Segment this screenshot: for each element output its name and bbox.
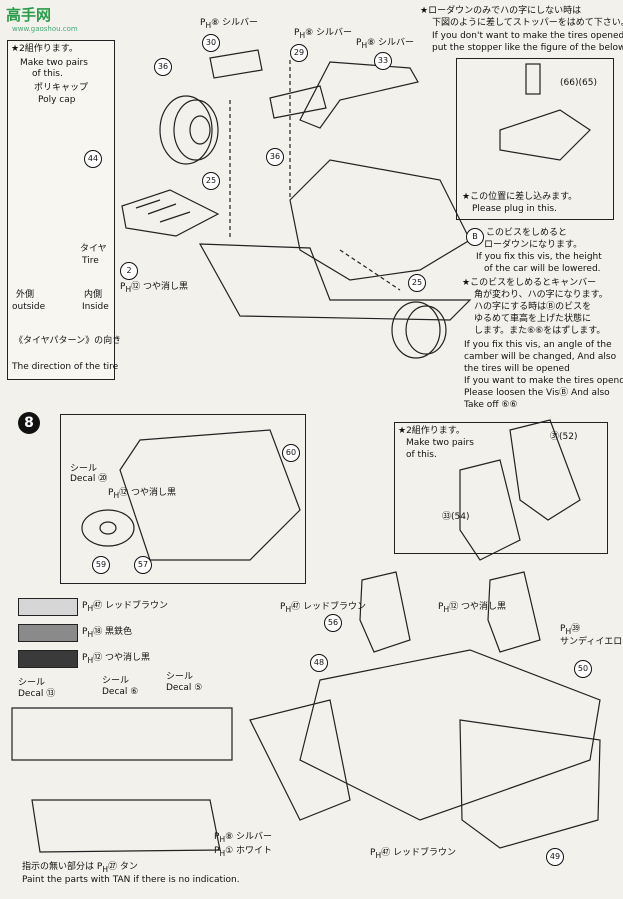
- part-50: 50: [574, 660, 592, 678]
- dashboard-inset: [60, 414, 306, 584]
- red-brown-label-56: PH㊼ レッドブラウン: [280, 602, 366, 614]
- part-56: 56: [324, 614, 342, 632]
- matte-black-label-57: PH⑫ つや消し黒: [108, 488, 176, 500]
- camber-en1: If you fix this vis, an angle of the: [464, 340, 612, 350]
- pairs-en1: Make two pairs: [20, 58, 88, 68]
- stopper-inset: [456, 58, 614, 220]
- outside-en: outside: [12, 302, 46, 312]
- footer-en: Paint the parts with TAN if there is no …: [22, 875, 240, 885]
- tire-en: Tire: [82, 256, 99, 266]
- part-30: 30: [202, 34, 220, 52]
- pattern-jp: 《タイヤパターン》の向き: [14, 336, 122, 346]
- inside-jp: 内側: [84, 290, 103, 300]
- polycap-tire-inset: [7, 40, 115, 380]
- matte-black-label-2: PH⑫ つや消し黒: [120, 282, 188, 294]
- camber-en2: camber will be changed, And also: [464, 352, 617, 362]
- part-60: 60: [282, 444, 300, 462]
- camber-jp3-4: ハの字にする時はⒷのビスを: [474, 302, 592, 312]
- logo-text: 高手网: [6, 6, 52, 24]
- red-brown-label-floor: PH㊼ レッドブラウン: [370, 848, 456, 860]
- part-36-a: 36: [154, 58, 172, 76]
- part-29: 29: [290, 44, 308, 62]
- part-33: 33: [374, 52, 392, 70]
- part-49: 49: [546, 848, 564, 866]
- top-note-en2: put the stopper like the figure of the b…: [432, 43, 623, 53]
- sandy-yellow-label: PH㊴サンディイエロー: [560, 624, 623, 647]
- camber-en5-6: Please loosen the VisⒷ And also: [464, 388, 610, 398]
- part-53-54: ㉝(54): [442, 512, 470, 522]
- silver-label-29: PH⑧ シルバー: [294, 28, 353, 40]
- step-8-badge: 8: [18, 412, 40, 434]
- camber-en4: If you want to make the tires opend,: [464, 376, 623, 386]
- seat-note-jp: ★2組作ります。: [398, 426, 465, 436]
- decal-jp-20: シール: [70, 464, 98, 474]
- seat-note-en2: of this.: [406, 450, 437, 460]
- part-51-52: ㉛(52): [550, 432, 578, 442]
- part-25-b: 25: [408, 274, 426, 292]
- top-note-jp1: ★ローダウンのみでハの字にしない時は: [420, 6, 582, 16]
- vis-b-jp2: ローダウンになります。: [484, 240, 583, 250]
- legend-swatch-matte-black: [18, 650, 78, 668]
- camber-en7: Take off ⑥⑥: [464, 400, 518, 410]
- vis-b-en2: of the car will be lowered.: [484, 264, 601, 274]
- polycap-jp: ポリキャップ: [34, 83, 89, 93]
- vis-b-en1: If you fix this vis, the height: [476, 252, 602, 262]
- seats-inset: [394, 422, 608, 554]
- legend-label-matte-black: PH⑫ つや消し黒: [82, 653, 150, 665]
- seat-note-en1: Make two pairs: [406, 438, 474, 448]
- outside-jp: 外側: [16, 290, 35, 300]
- watermark-logo: 高手网 www.gaoshou.com: [6, 4, 78, 33]
- logo-url: www.gaoshou.com: [12, 25, 78, 33]
- top-note-jp2: 下図のように差してストッパーをはめて下さい。: [432, 18, 623, 28]
- pattern-en: The direction of the tire: [12, 362, 119, 372]
- part-36-b: 36: [266, 148, 284, 166]
- silver-label-bottom: PH⑧ シルバー: [214, 832, 273, 844]
- pairs-en2: of this.: [32, 69, 63, 79]
- part-44: 44: [84, 150, 102, 168]
- legend-label-red-brown: PH㊼ レッドブラウン: [82, 601, 168, 613]
- plug-jp: ★この位置に差し込みます。: [462, 192, 578, 202]
- vis-b-marker: B: [466, 228, 484, 246]
- part-48: 48: [310, 654, 328, 672]
- legend-swatch-red-brown: [18, 598, 78, 616]
- part-2: 2: [120, 262, 138, 280]
- plug-en: Please plug in this.: [472, 204, 557, 214]
- part-25-a: 25: [202, 172, 220, 190]
- pairs-jp: ★2組作ります。: [11, 44, 78, 54]
- white-label-bottom: PH① ホワイト: [214, 846, 273, 858]
- camber-jp5: ゆるめて車高を上げた状態に: [474, 314, 592, 324]
- silver-label-33: PH⑧ シルバー: [356, 38, 415, 50]
- camber-jp2: 角が変わり、ハの字になります。: [474, 290, 608, 300]
- part-59: 59: [92, 556, 110, 574]
- inside-en: Inside: [82, 302, 109, 312]
- part-66-65: (66)(65): [560, 78, 597, 88]
- camber-jp1: ★このビスをしめるとキャンバー: [462, 278, 597, 288]
- legend-swatch-black-iron: [18, 624, 78, 642]
- legend-label-black-iron: PH⑱ 黒鉄色: [82, 627, 132, 639]
- silver-label-30: PH⑧ シルバー: [200, 18, 259, 30]
- part-57: 57: [134, 556, 152, 574]
- polycap-en: Poly cap: [38, 95, 76, 105]
- matte-black-label-seat: PH⑫ つや消し黒: [438, 602, 506, 614]
- vis-b-jp1: このビスをしめると: [486, 228, 568, 238]
- footer-jp: 指示の無い部分は PH㉗ タン: [22, 862, 138, 874]
- camber-jp6-7: します。また⑥⑥をはずします。: [474, 326, 606, 336]
- top-note-en1: If you don't want to make the tires open…: [432, 31, 623, 41]
- tire-jp: タイヤ: [80, 244, 107, 254]
- camber-en3: the tires will be opened: [464, 364, 570, 374]
- decal-en-20: Decal ⑳: [70, 474, 108, 484]
